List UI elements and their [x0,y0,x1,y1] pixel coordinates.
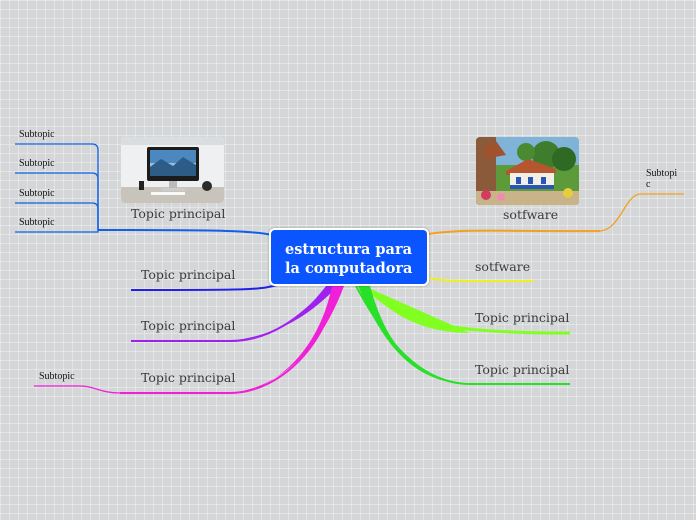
house-painting-picture [476,137,579,205]
connector-orange [427,229,601,235]
topic-right-top[interactable]: sotfware [503,207,559,222]
subtopic-left-4[interactable]: Subtopic [39,371,75,382]
central-topic[interactable]: estructura para la computadora [269,228,429,286]
connector-orange-sub [599,193,684,232]
subtopic-1[interactable]: Subtopic [19,129,55,140]
topic-left-top[interactable]: Topic principal [131,206,226,221]
subtopic-brackets [15,143,99,233]
topic-left-2[interactable]: Topic principal [141,267,236,282]
topic-left-3[interactable]: Topic principal [141,318,236,333]
subtopic-4[interactable]: Subtopic [19,217,55,228]
topic-left-4[interactable]: Topic principal [141,370,236,385]
connector-magenta-sub [34,385,121,394]
connector-blue [97,229,273,236]
subtopic-3[interactable]: Subtopic [19,188,55,199]
computer-monitor-picture [121,137,224,203]
subtopic-right-line1[interactable]: Subtopi [646,168,678,179]
central-topic-line2: la computadora [285,260,413,277]
connector-darkblue [130,283,281,291]
topic-right-3[interactable]: Topic principal [475,310,570,325]
connector-yellow [427,277,535,283]
subtopic-2[interactable]: Subtopic [19,158,55,169]
topic-right-4[interactable]: Topic principal [475,362,570,377]
central-topic-line1: estructura para [285,241,412,258]
topic-right-2[interactable]: sotfware [475,259,531,274]
subtopic-right-line2[interactable]: c [646,179,651,190]
